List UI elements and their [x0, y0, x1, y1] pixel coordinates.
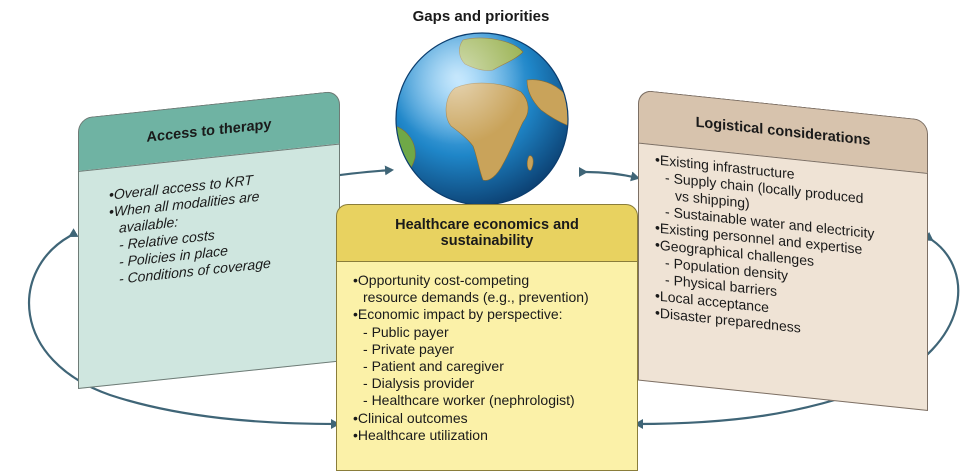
economics-heading-line1: Healthcare economics and [395, 217, 579, 233]
economics-item: Healthcare worker (nephrologist) [353, 392, 637, 409]
economics-item: Opportunity cost-competing [353, 272, 637, 289]
access-heading: Access to therapy [146, 116, 272, 146]
access-to-therapy-panel: Access to therapy Overall access to KRTW… [78, 90, 340, 389]
economics-item: Economic impact by perspective: [353, 306, 637, 323]
access-body: Overall access to KRTWhen all modalities… [78, 143, 340, 389]
economics-item: Dialysis provider [353, 375, 637, 392]
economics-item: Healthcare utilization [353, 427, 637, 444]
logistics-heading: Logistical considerations [695, 114, 871, 149]
access-list: Overall access to KRTWhen all modalities… [109, 163, 339, 289]
economics-item: resource demands (e.g., prevention) [363, 289, 589, 306]
left-loop-arrow [28, 228, 340, 429]
globe-logistics-arrow [578, 166, 640, 182]
logistics-body: Existing infrastructureSupply chain (loc… [638, 142, 928, 411]
economics-item: Patient and caregiver [353, 358, 637, 375]
diagram-title: Gaps and priorities [412, 8, 550, 25]
economics-header: Healthcare economics and sustainability [336, 204, 638, 261]
economics-item: Public payer [353, 324, 637, 341]
healthcare-economics-panel: Healthcare economics and sustainability … [336, 204, 638, 471]
economics-item: Private payer [353, 341, 637, 358]
economics-item: Clinical outcomes [353, 410, 637, 427]
economics-heading-line2: sustainability [440, 233, 534, 249]
logistics-list: Existing infrastructureSupply chain (loc… [655, 151, 927, 350]
logistical-considerations-panel: Logistical considerations Existing infra… [638, 89, 928, 411]
globe-icon [395, 32, 569, 206]
